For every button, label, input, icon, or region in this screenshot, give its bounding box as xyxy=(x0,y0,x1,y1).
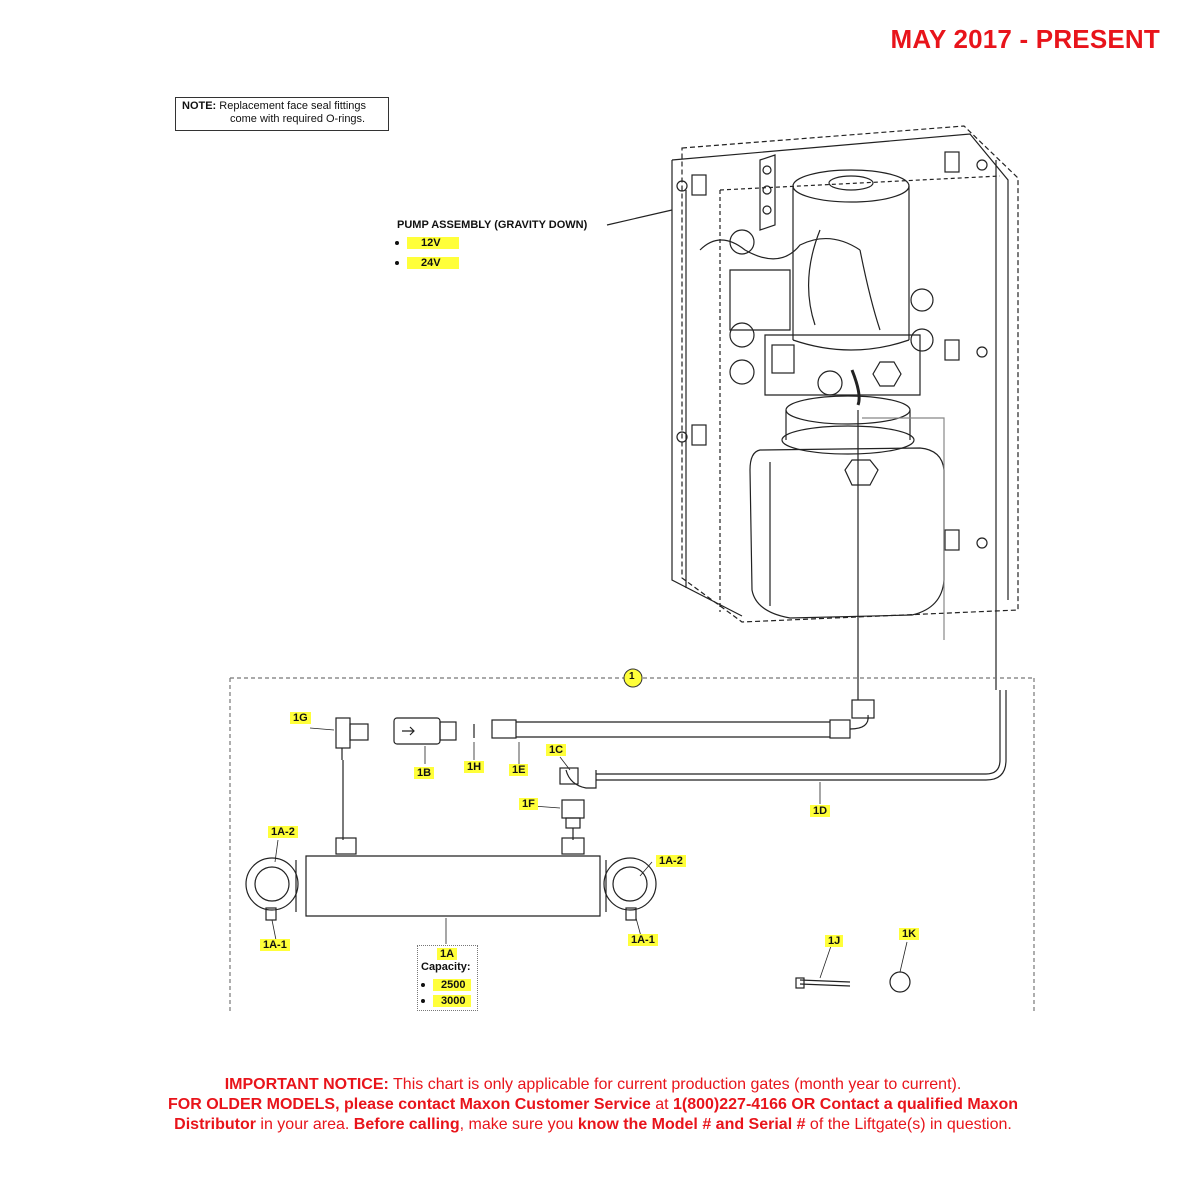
callout-1a: 1A xyxy=(437,948,458,960)
mounting-brackets xyxy=(676,151,988,551)
capacity-option-2500: 2500 xyxy=(421,979,472,991)
note-line1: Replacement face seal fittings xyxy=(219,100,367,112)
bullet-icon xyxy=(395,261,399,266)
notice-heading: IMPORTANT NOTICE: xyxy=(224,1076,389,1093)
pump-enclosure xyxy=(671,125,1019,623)
notice-before-calling: Before calling xyxy=(353,1116,460,1133)
bullet-icon xyxy=(395,241,399,246)
callout-1a1-right: 1A-1 xyxy=(628,934,658,946)
callout-1f: 1F xyxy=(519,798,538,810)
tube-1d xyxy=(596,690,1007,781)
hose-1e xyxy=(491,699,875,739)
callout-1a2-left: 1A-2 xyxy=(268,826,298,838)
valve-block xyxy=(729,288,934,406)
pump-option-24v: 24V xyxy=(395,257,459,269)
note-box: NOTE: Replacement face seal fittings com… xyxy=(175,97,389,131)
fitting-1g xyxy=(335,717,369,760)
cable-tie-1j xyxy=(795,977,851,989)
notice-line1: This chart is only applicable for curren… xyxy=(388,1076,962,1093)
capacity-label: Capacity: xyxy=(421,961,471,973)
note-label: NOTE: xyxy=(182,100,217,112)
notice-model-serial: know the Model # and Serial # xyxy=(577,1116,806,1133)
capacity-option-3000: 3000 xyxy=(421,995,472,1007)
callout-1b: 1B xyxy=(414,767,435,779)
callout-1: 1 xyxy=(629,671,635,682)
callout-1d: 1D xyxy=(810,805,831,817)
notice-in-area: in your area. xyxy=(255,1116,354,1133)
callout-1g: 1G xyxy=(290,712,311,724)
pump-option-12v: 12V xyxy=(395,237,459,249)
callout-1c: 1C xyxy=(546,744,567,756)
pump-motor xyxy=(699,154,910,351)
notice-at: at xyxy=(650,1096,673,1113)
notice-older-models: FOR OLDER MODELS, please contact Maxon C… xyxy=(167,1096,651,1113)
important-notice: IMPORTANT NOTICE: This chart is only app… xyxy=(0,1075,1186,1135)
pump-assembly-title: PUMP ASSEMBLY (GRAVITY DOWN) xyxy=(397,219,588,231)
callout-1a1-left: 1A-1 xyxy=(260,939,290,951)
callout-1a2-right: 1A-2 xyxy=(656,855,686,867)
callout-1k: 1K xyxy=(899,928,920,940)
notice-distributor: Distributor xyxy=(174,1116,256,1133)
callout-1j: 1J xyxy=(825,935,844,947)
callout-1e: 1E xyxy=(509,764,529,776)
date-range-header: MAY 2017 - PRESENT xyxy=(890,24,1160,54)
hose-clamp-1k xyxy=(889,971,911,993)
check-valve-1b xyxy=(393,717,457,745)
note-line2: come with required O-rings. xyxy=(230,113,366,125)
capacity-box xyxy=(417,945,478,1011)
adapter-1f xyxy=(561,799,585,829)
notice-phone: 1(800)227-4166 OR Contact a qualified Ma… xyxy=(673,1096,1018,1113)
notice-tail: of the Liftgate(s) in question. xyxy=(805,1116,1012,1133)
bullet-icon xyxy=(421,983,425,988)
cylinder-1a xyxy=(245,837,657,921)
callout-1h: 1H xyxy=(464,761,485,773)
bullet-icon xyxy=(421,999,425,1004)
notice-make-sure: , make sure you xyxy=(459,1116,578,1133)
elbow-1c xyxy=(559,767,597,789)
reservoir-tank xyxy=(749,395,945,619)
kit-callout-circle xyxy=(623,668,643,688)
